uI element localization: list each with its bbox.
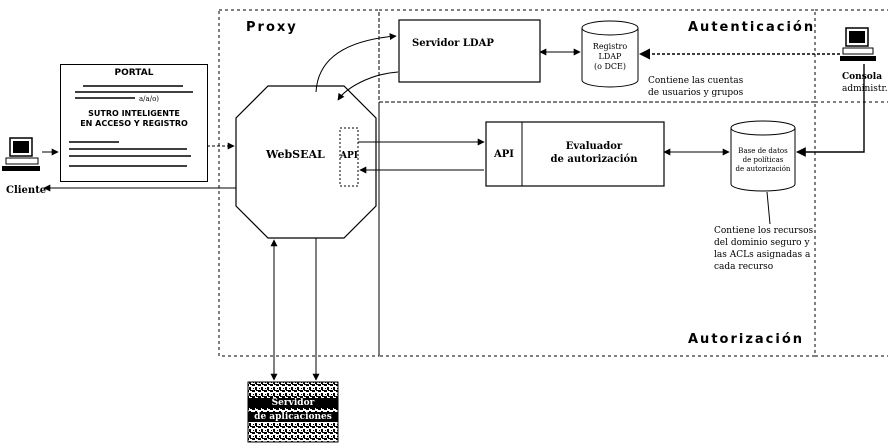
portal-screen: PORTAL a/a/o) SUTRO INTELIGENTE EN ACCES… [60, 64, 208, 182]
policy-note-line2: del dominio seguro y [714, 238, 810, 248]
evaluator-api-label: API [494, 150, 514, 160]
ldap-server-label: Servidor LDAP [412, 39, 494, 49]
portal-text-line [69, 141, 119, 143]
autorizacion-title: Autorización [688, 332, 804, 347]
consola-label-line1: Consola [842, 72, 882, 82]
portal-text-line [69, 155, 191, 157]
portal-line2: EN ACCESO Y REGISTRO [61, 119, 207, 128]
portal-text-line [75, 97, 135, 99]
evaluator-label-line2: de autorización [524, 155, 664, 165]
evaluator-label-line1: Evaluador [524, 142, 664, 152]
autenticacion-title: Autenticación [688, 20, 815, 35]
ldap-registry-line2: LDAP [584, 52, 636, 62]
backend-label-line1: Servidor [248, 398, 338, 408]
portal-line1: SUTRO INTELIGENTE [61, 109, 207, 118]
arrow-webseal-to-ldap [316, 36, 396, 92]
cliente-computer-icon [2, 138, 40, 171]
proxy-title: Proxy [246, 20, 298, 35]
portal-text-line [83, 85, 183, 87]
ldap-registry-line3: (o DCE) [584, 62, 636, 72]
webseal-label: WebSEAL [266, 150, 325, 160]
portal-text-line [69, 165, 187, 167]
consola-computer-icon [840, 28, 876, 61]
policy-note-line3: las ACLs asignadas a [714, 250, 810, 260]
webseal-api-label: API [340, 151, 358, 161]
policy-note-pointer [767, 192, 770, 224]
backend-label-line2: de aplicaciones [248, 412, 338, 422]
portal-title: PORTAL [61, 68, 207, 78]
policy-note-line4: cada recurso [714, 262, 773, 272]
policy-note-line1: Contiene los recursos [714, 226, 813, 236]
portal-small-label: a/a/o) [139, 94, 159, 104]
policy-db-line3: de autorización [733, 164, 793, 174]
ldap-server-box [399, 20, 540, 82]
ldap-registry-line1: Registro [584, 42, 636, 52]
cliente-label: Cliente [6, 186, 46, 196]
portal-text-line [75, 91, 193, 93]
ldap-note-line2: de usuarios y grupos [648, 88, 743, 98]
portal-text-line [69, 148, 187, 150]
consola-label-line2: administr. [842, 84, 888, 94]
ldap-note-line1: Contiene las cuentas [648, 76, 743, 86]
